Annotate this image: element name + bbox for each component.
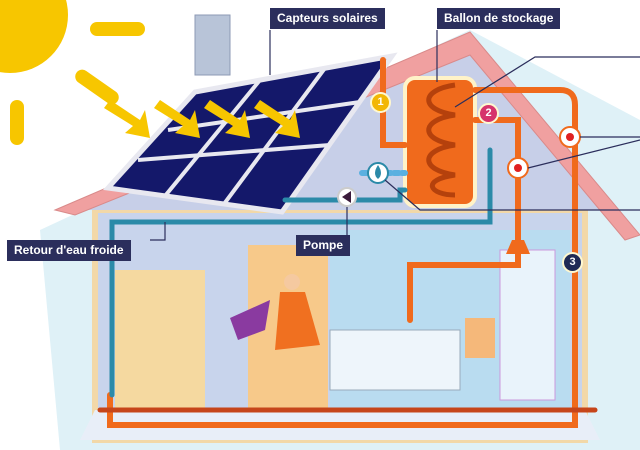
person-figure: [230, 274, 320, 350]
label-cold-water-return: Retour d'eau froide: [7, 240, 131, 261]
shower-icon: [506, 240, 530, 254]
label-storage-tank: Ballon de stockage: [437, 8, 561, 29]
marker-3: 3: [562, 252, 583, 273]
marker-2: 2: [478, 103, 499, 124]
label-solar-collectors: Capteurs solaires: [270, 8, 385, 29]
bedroom: [115, 270, 205, 410]
sink-cabinet: [329, 329, 461, 391]
pipes: [97, 57, 598, 428]
solar-panel: [102, 52, 398, 215]
heat-exchanger-coil: [426, 82, 456, 198]
pump-icon: [337, 187, 357, 207]
water-drop-icon: [367, 162, 389, 184]
roof: [53, 31, 640, 241]
marker-1: 1: [370, 92, 391, 113]
chimney: [194, 14, 231, 76]
label-pump: Pompe: [296, 235, 351, 256]
leader-lines: [150, 30, 640, 241]
target-icon: [559, 126, 581, 148]
towel: [465, 318, 495, 358]
shower-curtain: [499, 249, 556, 401]
sun-icon: [0, 0, 145, 145]
target-icon: [507, 157, 529, 179]
sunlight-arrows: [104, 100, 300, 138]
